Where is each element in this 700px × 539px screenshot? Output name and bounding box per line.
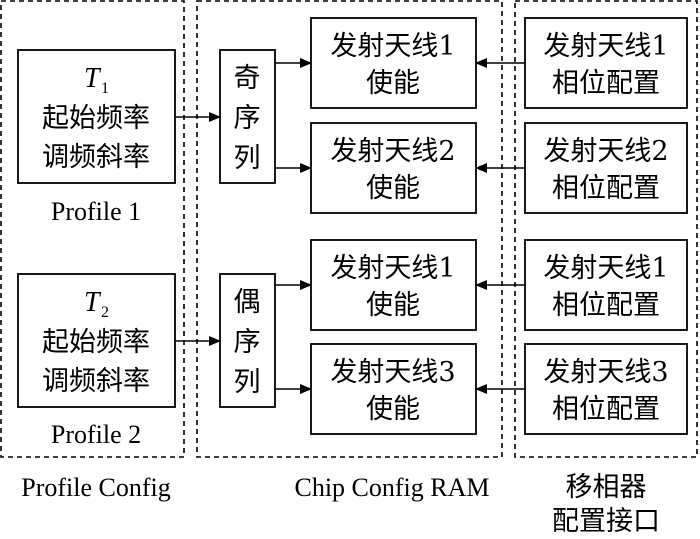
phase-1-line2: 相位配置: [552, 68, 660, 99]
enable-box-4: 发射天线3 使能: [310, 343, 477, 435]
phase-3-line1: 发射天线1: [543, 253, 668, 284]
profile-1-box: T 1 起始频率 调频斜率: [17, 49, 176, 184]
enable-box-1: 发射天线1 使能: [310, 17, 477, 109]
chip-config-ram-region: [196, 0, 503, 458]
enable-2-line2: 使能: [366, 173, 420, 204]
phase-box-4: 发射天线3 相位配置: [524, 343, 688, 435]
profile-2-line2: 调频斜率: [42, 366, 150, 397]
phase-box-2: 发射天线2 相位配置: [524, 122, 688, 214]
phase-4-line1: 发射天线3: [543, 357, 668, 388]
enable-3-line2: 使能: [366, 290, 420, 321]
even-sequence-char-1: 偶: [234, 287, 261, 318]
profile-2-name: Profile 2: [51, 420, 141, 449]
enable-3-line1: 发射天线1: [330, 253, 455, 284]
phase-shifter-label-line1: 移相器: [566, 472, 647, 503]
enable-1-line2: 使能: [366, 68, 420, 99]
profile-2-line1: 起始频率: [42, 327, 150, 358]
profile-2-box: T 2 起始频率 调频斜率: [17, 273, 176, 408]
phase-box-3: 发射天线1 相位配置: [524, 239, 688, 331]
phase-4-line2: 相位配置: [552, 394, 660, 425]
profile-config-label: Profile Config: [21, 473, 171, 502]
phase-shifter-label-line2: 配置接口: [552, 506, 660, 537]
profile-config-region: [0, 0, 185, 458]
even-sequence-char-2: 序: [234, 327, 261, 358]
enable-box-3: 发射天线1 使能: [310, 239, 477, 331]
enable-1-line1: 发射天线1: [330, 31, 455, 62]
odd-sequence-char-2: 序: [234, 103, 261, 134]
phase-box-1: 发射天线1 相位配置: [524, 17, 688, 109]
phase-3-line2: 相位配置: [552, 290, 660, 321]
phase-shifter-region: [514, 0, 698, 458]
enable-4-line1: 发射天线3: [330, 357, 455, 388]
profile-1-line1: 起始频率: [42, 103, 150, 134]
even-sequence-box: 偶 序 列: [219, 273, 276, 408]
phase-2-line2: 相位配置: [552, 173, 660, 204]
profile-1-name: Profile 1: [51, 197, 141, 226]
chip-config-ram-label: Chip Config RAM: [294, 473, 489, 502]
profile-2-symbol: T: [84, 287, 102, 318]
enable-box-2: 发射天线2 使能: [310, 122, 477, 214]
phase-2-line1: 发射天线2: [543, 136, 668, 167]
profile-1-subscript: 1: [101, 80, 109, 97]
phase-1-line1: 发射天线1: [543, 31, 668, 62]
profile-1-line2: 调频斜率: [42, 142, 150, 173]
enable-4-line2: 使能: [366, 394, 420, 425]
even-sequence-char-3: 列: [234, 367, 261, 398]
odd-sequence-char-3: 列: [234, 143, 261, 174]
enable-2-line1: 发射天线2: [330, 136, 455, 167]
profile-1-symbol: T: [84, 63, 102, 94]
odd-sequence-box: 奇 序 列: [219, 49, 276, 184]
profile-2-subscript: 2: [101, 304, 109, 321]
odd-sequence-char-1: 奇: [234, 63, 261, 94]
